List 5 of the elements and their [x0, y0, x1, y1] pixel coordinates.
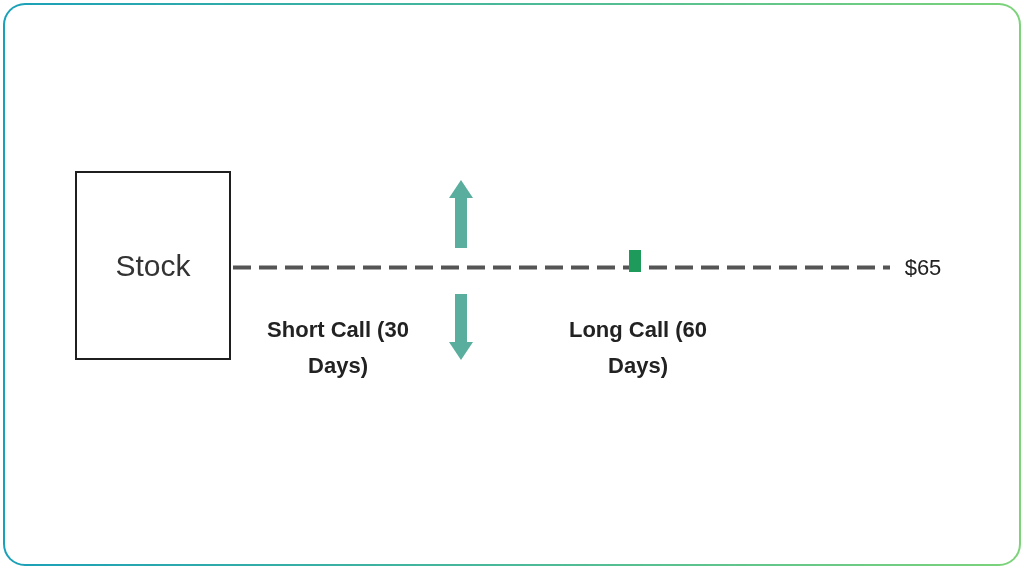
dashed-line	[233, 265, 890, 270]
option-label: Long Call (60 Days)	[567, 316, 709, 380]
stock-box: Stock	[75, 171, 231, 360]
option-label: Short Call (30 Days)	[266, 316, 410, 380]
price-label: $65	[892, 252, 954, 282]
